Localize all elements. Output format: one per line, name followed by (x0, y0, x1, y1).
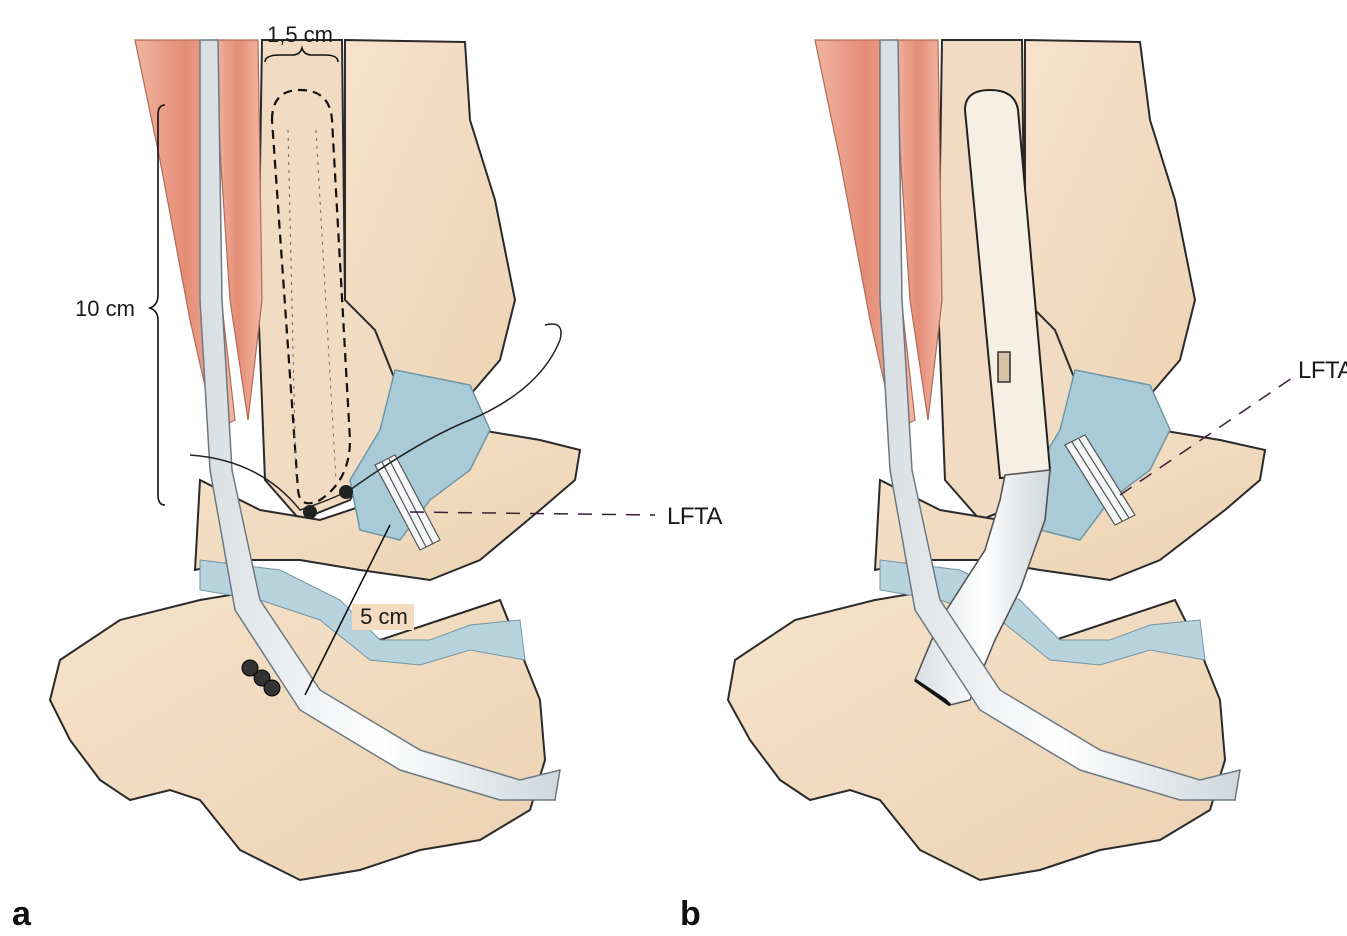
peroneal-tendon (199, 39, 561, 801)
lfta-ligament (1064, 434, 1136, 526)
lfta-ligament (374, 454, 441, 551)
measure-length-label: 10 cm (75, 296, 135, 321)
measure-distance-label-bg (352, 604, 414, 630)
graft-window (997, 351, 1011, 383)
drill-hole-2 (339, 485, 353, 499)
graft-outline-dashed (270, 88, 352, 505)
measure-length-bracket (147, 104, 166, 506)
lfta-label: LFTA (1298, 357, 1347, 384)
lfta-leader-line (1119, 377, 1293, 496)
panel-a: 1,5 cm 10 cm 5 cm LFTA a (12, 22, 723, 933)
measure-width-label: 1,5 cm (267, 22, 333, 47)
peroneal-tendon (879, 39, 1241, 801)
graft-strip (963, 88, 1052, 480)
measure-distance-label: 5 cm (360, 604, 408, 629)
lfta-leader-line (409, 511, 656, 516)
panel-b: LFTA b (680, 38, 1347, 933)
panel-letter-b: b (680, 895, 701, 933)
calcaneus-anchors (241, 659, 281, 697)
lfta-label: LFTA (667, 503, 722, 530)
suture-thread (189, 323, 562, 511)
measure-width-bracket (264, 45, 339, 63)
graft-end-cap (914, 678, 952, 707)
graft-outline-inner (287, 129, 337, 481)
measure-distance-line (304, 524, 391, 696)
drill-hole-1 (303, 505, 317, 519)
panel-letter-a: a (12, 895, 32, 933)
